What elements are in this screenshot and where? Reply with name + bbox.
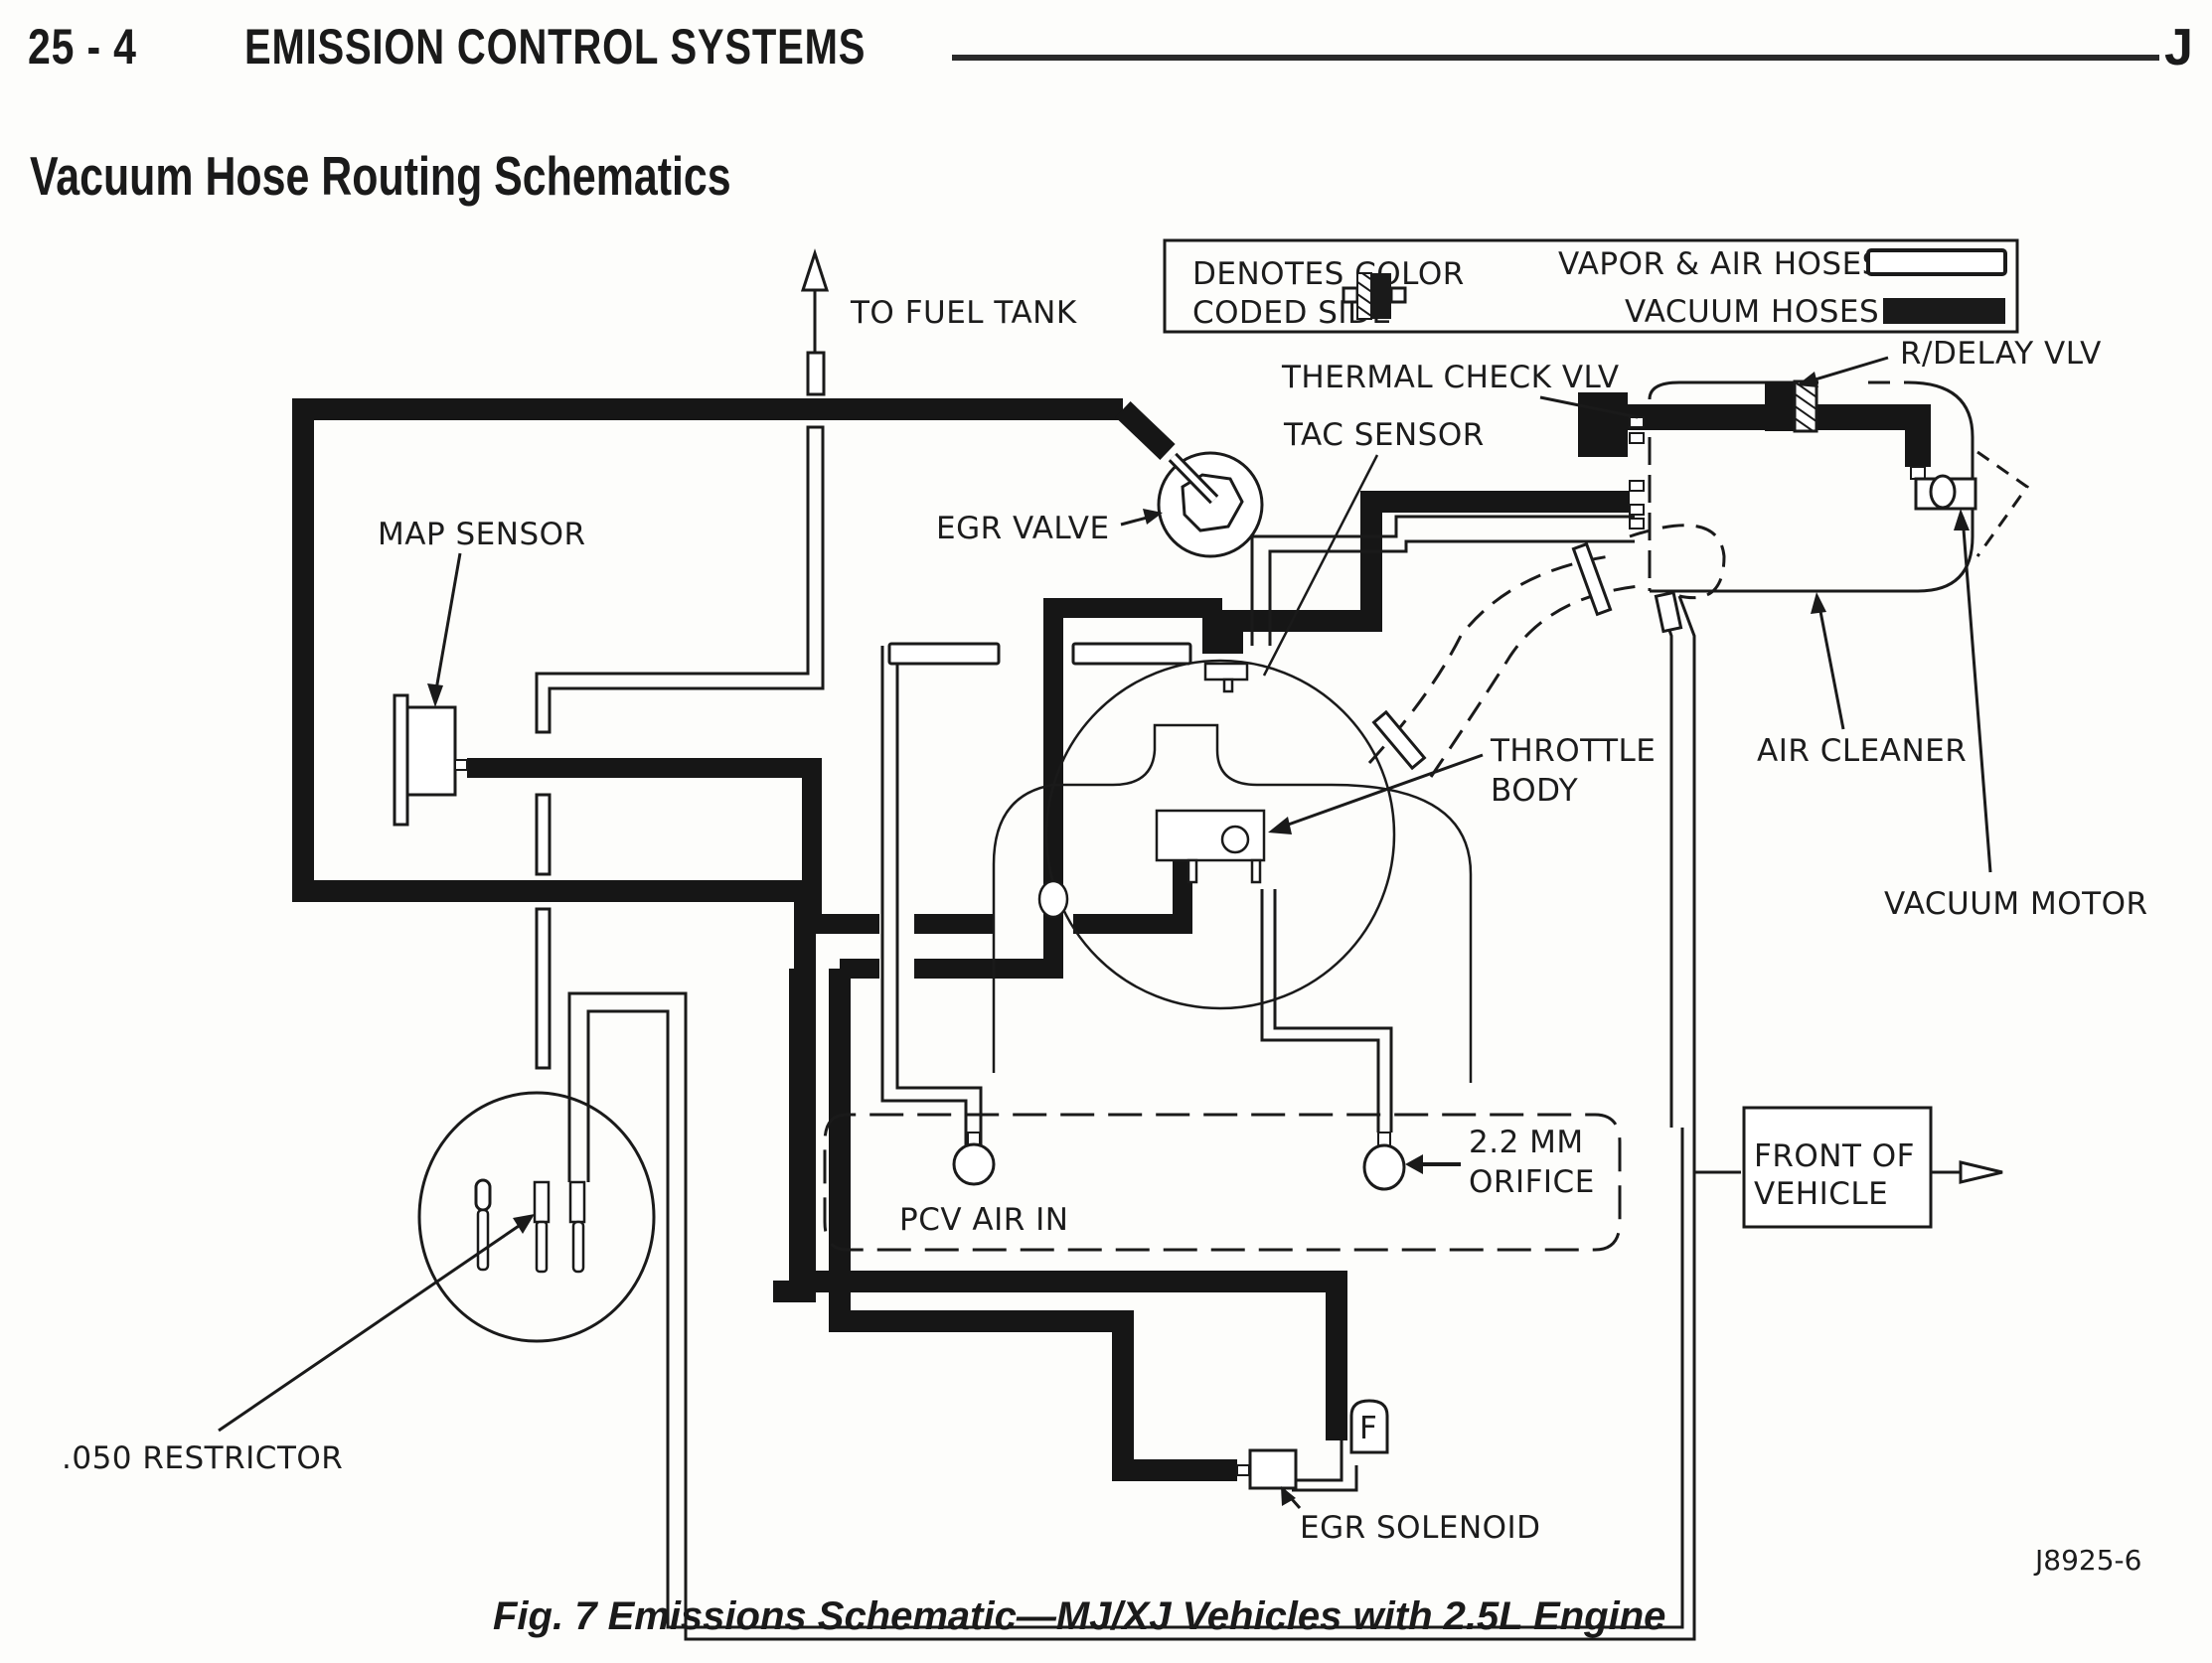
egr-valve: EGR VALVE — [936, 451, 1264, 558]
page-subtitle: Vacuum Hose Routing Schematics — [30, 145, 731, 207]
front-of-vehicle: FRONT OF VEHICLE — [1742, 1106, 2003, 1229]
vacuum-hose-swatch — [1883, 298, 2005, 324]
restrictor-label: .050 RESTRICTOR — [62, 1440, 343, 1476]
header-rule — [952, 55, 2159, 61]
vacuum-hose-thermal-check — [1585, 404, 1931, 467]
vapor-air-hoses — [535, 425, 1741, 1641]
vacuum-hose-egr-solenoid-b — [829, 969, 1237, 1481]
egr-valve-label: EGR VALVE — [936, 511, 1110, 546]
section-number: 25 - 4 — [28, 19, 137, 75]
throttle-body-label-line1: THROTTLE — [1490, 733, 1656, 769]
thermal-check-vlv-label: THERMAL CHECK VLV — [1281, 360, 1620, 395]
figure-caption: Fig. 7 Emissions Schematic—MJ/XJ Vehicle… — [493, 1594, 1666, 1638]
vacuum-hose-map — [467, 758, 879, 934]
page-header: 25 - 4 EMISSION CONTROL SYSTEMS J — [28, 18, 2204, 87]
up-arrow-icon — [800, 248, 830, 292]
vapor-air-hose-swatch — [1866, 248, 2007, 276]
fuel-tank-connection: TO FUEL TANK — [800, 248, 1077, 396]
orifice-label-line2: ORIFICE — [1469, 1164, 1595, 1200]
filter-mark: F — [1359, 1411, 1377, 1446]
vapor-hose-fuel-tank — [535, 425, 825, 734]
orifice-label-line1: 2.2 MM — [1469, 1125, 1584, 1160]
vacuum-hoses — [292, 392, 1931, 1481]
legend-vapor-air-label: VAPOR & AIR HOSES — [1558, 246, 1882, 282]
front-of-vehicle-label-line1: FRONT OF — [1754, 1138, 1915, 1174]
r-delay-valve — [1765, 379, 1818, 433]
air-intake-duct — [1367, 524, 1726, 778]
vacuum-motor-label: VACUUM MOTOR — [1884, 886, 2148, 922]
vacuum-hose-tac — [1221, 491, 1630, 654]
thermal-check-valve — [1629, 416, 1645, 529]
legend-vacuum-label: VACUUM HOSES — [1625, 294, 1879, 330]
orifice — [1362, 1132, 1406, 1191]
vacuum-motor — [1910, 466, 1977, 511]
pcv-air-in-label: PCV AIR IN — [899, 1202, 1068, 1238]
map-sensor: MAP SENSOR — [378, 517, 586, 827]
air-cleaner-label: AIR CLEANER — [1757, 733, 1967, 769]
vacuum-hose-egr-solenoid-a — [789, 969, 1347, 1440]
map-sensor-label: MAP SENSOR — [378, 517, 586, 552]
egr-solenoid: F — [1236, 1399, 1389, 1490]
to-fuel-tank-label: TO FUEL TANK — [850, 295, 1077, 331]
edge-mark: J — [2164, 19, 2193, 76]
throttle-body-assembly — [992, 659, 1473, 1083]
legend-box — [1163, 238, 2019, 334]
pcv-air-inlet — [952, 1132, 996, 1186]
right-arrow-icon — [1959, 1160, 2003, 1184]
throttle-body-label-line2: BODY — [1491, 773, 1578, 809]
front-of-vehicle-label-line2: VEHICLE — [1754, 1176, 1888, 1212]
egr-solenoid-label: EGR SOLENOID — [1300, 1510, 1541, 1546]
legend: DENOTES COLOR CODED SIDE VAPOR & AIR HOS… — [1163, 238, 2019, 334]
color-coded-side-icon — [1342, 272, 1407, 320]
restrictor-canister — [417, 1091, 656, 1343]
tac-sensor-label: TAC SENSOR — [1283, 417, 1485, 453]
pcv-orifice-enclosure — [823, 1113, 1622, 1252]
section-title: EMISSION CONTROL SYSTEMS — [244, 19, 867, 75]
figure-id: J8925-6 — [2033, 1544, 2141, 1577]
legend-color-coded-line1: DENOTES COLOR — [1192, 256, 1465, 292]
r-delay-vlv-label: R/DELAY VLV — [1900, 336, 2102, 372]
